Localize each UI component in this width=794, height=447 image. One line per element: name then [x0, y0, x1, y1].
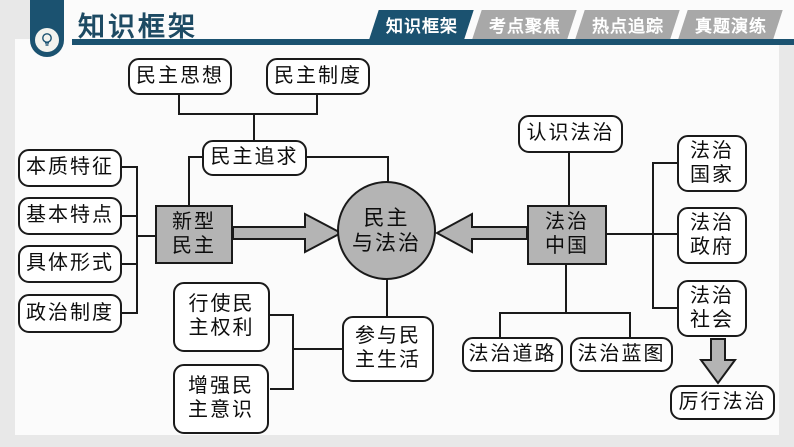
node-zengqiang-minzhu-yishi: 增强民 主意识: [173, 364, 269, 434]
node-minzhu-zhuiqiu: 民主追求: [202, 140, 307, 176]
node-fazhi-daolu: 法治道路: [462, 337, 563, 372]
node-renshi-fazhi: 认识法治: [518, 115, 623, 153]
connector-line: [136, 166, 138, 314]
connector-line: [122, 166, 138, 168]
connector-line: [387, 156, 389, 183]
node-fazhi-zhengfu: 法治 政府: [677, 207, 747, 264]
node-minzhu-yu-fazhi-center: 民主 与法治: [337, 181, 436, 280]
bookmark-ribbon: [30, 0, 64, 57]
connector-line: [188, 156, 204, 158]
connector-line: [270, 388, 294, 390]
node-label: 与法治: [352, 230, 421, 255]
node-label: 参与民: [355, 325, 421, 348]
tab-label: 知识框架: [385, 17, 458, 36]
connector-line: [499, 312, 631, 314]
node-label: 主意识: [188, 399, 254, 421]
node-label: 法治: [690, 139, 734, 162]
tab-hot-topics[interactable]: 热点追踪: [575, 10, 680, 39]
node-fazhi-guojia: 法治 国家: [677, 135, 747, 192]
connector-line: [178, 113, 318, 115]
node-label: 政府: [690, 235, 734, 258]
connector-line: [136, 235, 156, 237]
connector-line: [386, 279, 388, 317]
connector-line: [292, 348, 342, 350]
connector-line: [122, 312, 138, 314]
tab-label: 真题演练: [694, 17, 767, 36]
lightbulb-icon: [35, 28, 59, 52]
node-benzhi-tezheng: 本质特征: [18, 149, 122, 187]
connector-line: [607, 233, 679, 235]
node-label: 增强民: [188, 375, 254, 398]
connector-line: [499, 312, 501, 338]
node-label: 国家: [690, 163, 734, 186]
tab-knowledge-framework[interactable]: 知识框架: [369, 10, 474, 39]
node-fazhi-lantu: 法治蓝图: [570, 337, 673, 372]
node-label: 主权利: [188, 317, 255, 339]
connector-line: [316, 95, 318, 114]
title-underline: [72, 39, 794, 45]
connector-line: [652, 162, 654, 309]
connector-line: [253, 113, 255, 141]
node-xinxing-minzhu: 新型 民主: [155, 205, 233, 264]
connector-line: [122, 263, 138, 265]
node-fazhi-shehui: 法治 社会: [677, 280, 747, 337]
node-canyu-minzhu-shenghuo: 参与民 主生活: [342, 316, 434, 382]
tab-real-questions[interactable]: 真题演练: [678, 10, 783, 39]
connector-line: [652, 307, 678, 309]
node-label: 法治: [545, 211, 589, 234]
node-label: 社会: [690, 308, 734, 331]
connector-line: [568, 152, 570, 205]
node-xingshi-minzhu-quanli: 行使民 主权利: [173, 282, 270, 352]
node-juti-xingshi: 具体形式: [18, 245, 122, 283]
node-label: 法治: [690, 211, 734, 234]
connector-line: [188, 156, 190, 206]
node-label: 法治: [690, 284, 734, 307]
connector-line: [629, 312, 631, 338]
node-fazhi-zhongguo: 法治 中国: [527, 205, 607, 265]
node-label: 行使民: [188, 293, 255, 316]
node-jiben-tedian: 基本特点: [18, 197, 122, 235]
tab-label: 考点聚焦: [488, 17, 561, 36]
node-minzhu-zhidu: 民主制度: [266, 58, 370, 95]
connector-line: [178, 95, 180, 114]
connector-line: [652, 162, 678, 164]
node-zhengzhi-zhidu: 政治制度: [18, 294, 122, 333]
connector-line: [565, 265, 567, 314]
node-label: 民主: [363, 205, 410, 230]
connector-line: [270, 314, 294, 316]
connector-line: [122, 215, 138, 217]
connector-line: [307, 156, 389, 158]
connector-line: [292, 314, 294, 390]
node-label: 新型: [172, 210, 216, 233]
tab-label: 热点追踪: [591, 17, 664, 36]
node-label: 中国: [545, 235, 589, 257]
node-label: 主生活: [355, 349, 421, 371]
node-label: 民主: [172, 234, 216, 257]
node-lixing-fazhi: 厉行法治: [670, 385, 775, 420]
node-minzhu-sixiang: 民主思想: [128, 58, 232, 95]
page-title: 知识框架: [78, 12, 198, 42]
tab-exam-focus[interactable]: 考点聚焦: [472, 10, 577, 39]
